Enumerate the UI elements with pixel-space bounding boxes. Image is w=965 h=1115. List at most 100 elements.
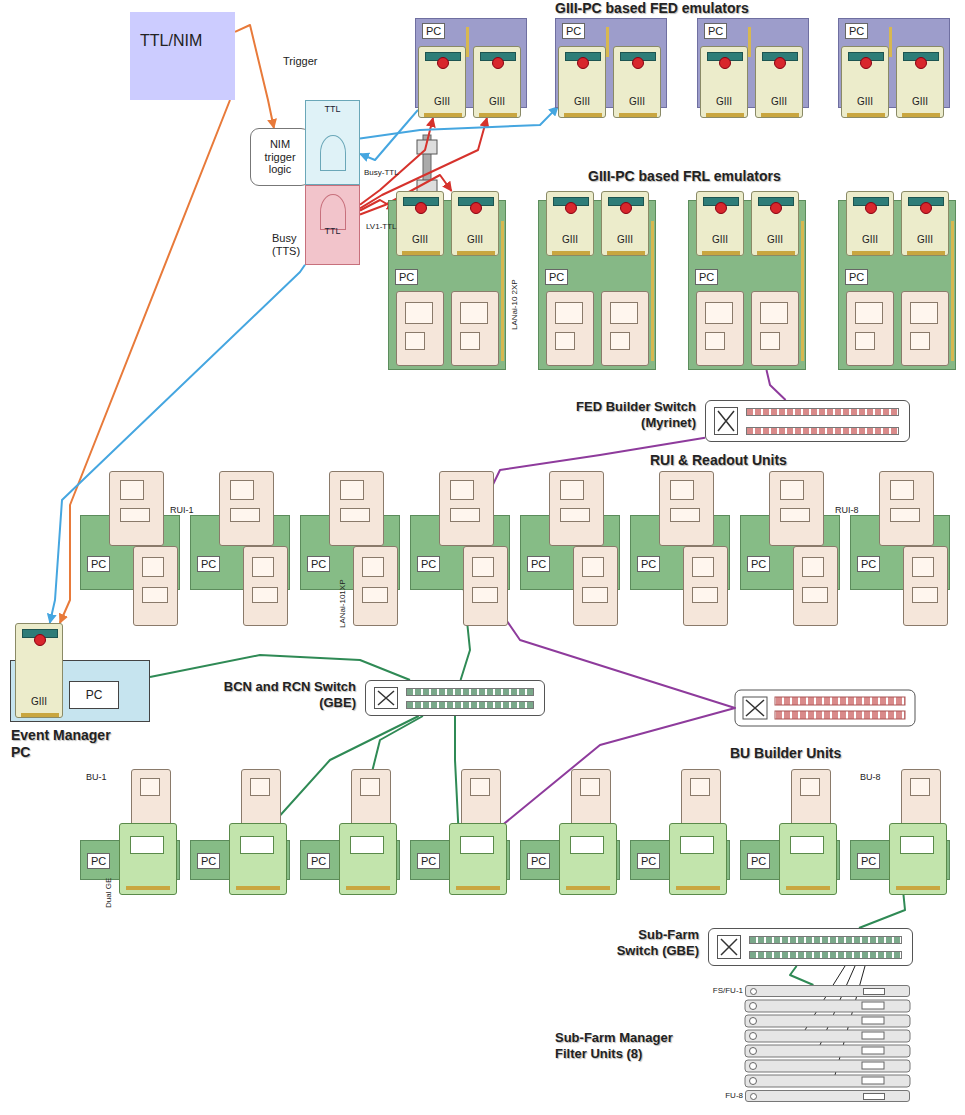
node-label: PC xyxy=(637,853,660,869)
pc-board: PC xyxy=(80,515,180,590)
giii-card: GIII xyxy=(755,46,803,118)
chip xyxy=(912,557,934,577)
edge-pins xyxy=(126,886,170,890)
chip-dot xyxy=(577,57,589,69)
led xyxy=(750,1048,757,1055)
node-label: GIII xyxy=(562,234,578,245)
chip xyxy=(230,480,254,500)
chip xyxy=(582,587,608,603)
pc-board: PCGIIIGIII xyxy=(538,200,656,370)
port-row xyxy=(749,951,902,959)
node-label: PC xyxy=(562,23,585,39)
slot xyxy=(466,27,469,57)
edge-pins xyxy=(236,886,280,890)
chip xyxy=(130,836,164,854)
giii-card: GIII xyxy=(418,46,466,118)
logic-box: NIM trigger logic xyxy=(250,128,310,186)
chip xyxy=(692,587,718,603)
readout-card xyxy=(659,471,714,546)
readout-card xyxy=(353,546,398,626)
readout-card xyxy=(219,471,274,546)
node-label: TTL/NIM xyxy=(140,32,202,50)
port-row xyxy=(746,408,899,416)
diagram-label: Busy (TTS) xyxy=(272,232,312,258)
node-label: GIII xyxy=(712,234,728,245)
node-label: PC xyxy=(704,23,727,39)
diagram-label: RUI & Readout Units xyxy=(650,452,787,469)
rack-unit xyxy=(745,1015,910,1027)
chip xyxy=(460,836,494,854)
node-label: FU-8 xyxy=(725,1091,743,1101)
node-label: GIII xyxy=(716,96,732,107)
edge-pins xyxy=(902,113,940,117)
network-switch: FED Builder Switch (Myrinet) xyxy=(705,400,910,442)
rack-unit xyxy=(745,1060,910,1072)
edge-pins xyxy=(757,251,795,255)
rack-unit xyxy=(745,1000,910,1012)
nic-card xyxy=(339,823,397,895)
chip xyxy=(470,778,490,796)
node-label: GIII xyxy=(862,234,878,245)
diagram-label: Trigger xyxy=(283,55,317,68)
chip xyxy=(760,302,788,324)
node-label: PC xyxy=(422,23,445,39)
edge-pins xyxy=(424,113,462,117)
node-label: GIII xyxy=(917,234,933,245)
chip xyxy=(692,557,714,577)
node-label: PC xyxy=(417,853,440,869)
chip xyxy=(460,302,488,324)
edge-pins xyxy=(702,251,740,255)
chip xyxy=(340,480,364,500)
node-label: FED Builder Switch (Myrinet) xyxy=(566,399,696,431)
giii-card: GIII xyxy=(451,191,499,256)
edge-pins xyxy=(847,113,885,117)
node-label: PC xyxy=(417,556,440,572)
myrinet-switch xyxy=(735,690,915,726)
chip xyxy=(705,332,725,350)
connector xyxy=(258,716,419,840)
nic-card xyxy=(119,823,177,895)
pc-board: PCGIIIGIII xyxy=(555,18,667,108)
readout-card xyxy=(793,546,838,626)
builder-card xyxy=(681,769,721,831)
pc-board: PC xyxy=(630,515,730,590)
cross-box xyxy=(717,935,741,959)
node-label: PC xyxy=(87,853,110,869)
chip xyxy=(362,587,388,603)
chip xyxy=(340,508,370,522)
lanai-card xyxy=(546,291,594,366)
diagram-label: BU Builder Units xyxy=(730,745,841,762)
readout-card xyxy=(439,471,494,546)
chip xyxy=(900,836,934,854)
node-label: PC xyxy=(527,853,550,869)
chip-dot xyxy=(620,202,632,214)
builder-card xyxy=(461,769,501,831)
diagram-label: BU-8 xyxy=(860,772,881,783)
edge-pins xyxy=(896,886,940,890)
chip xyxy=(450,480,474,500)
node-label: PC xyxy=(747,556,770,572)
node-label: PC xyxy=(845,269,868,285)
node-label: Sub-Farm Switch (GBE) xyxy=(599,927,699,959)
cross-symbol xyxy=(715,408,737,434)
builder-card xyxy=(571,769,611,831)
chip xyxy=(912,587,938,603)
port-row xyxy=(406,688,534,696)
slot xyxy=(606,27,609,57)
chip xyxy=(610,332,630,350)
led xyxy=(750,1003,757,1010)
giii-card: GIII xyxy=(696,191,744,256)
network-switch: Sub-Farm Switch (GBE) xyxy=(708,928,913,966)
node-label: Sub-Farm Manager Filter Units (8) xyxy=(555,1030,705,1062)
nic-card xyxy=(889,823,947,895)
led xyxy=(750,1018,757,1025)
node-label: PC xyxy=(845,23,868,39)
chip xyxy=(120,508,150,522)
chip xyxy=(142,587,168,603)
network-switch: BCN and RCN Switch (GBE) xyxy=(365,680,545,716)
node-label: PC xyxy=(197,556,220,572)
node-label: GIII xyxy=(574,96,590,107)
chip-dot xyxy=(470,202,482,214)
cross-line xyxy=(718,411,734,431)
node-label: PC xyxy=(307,556,330,572)
